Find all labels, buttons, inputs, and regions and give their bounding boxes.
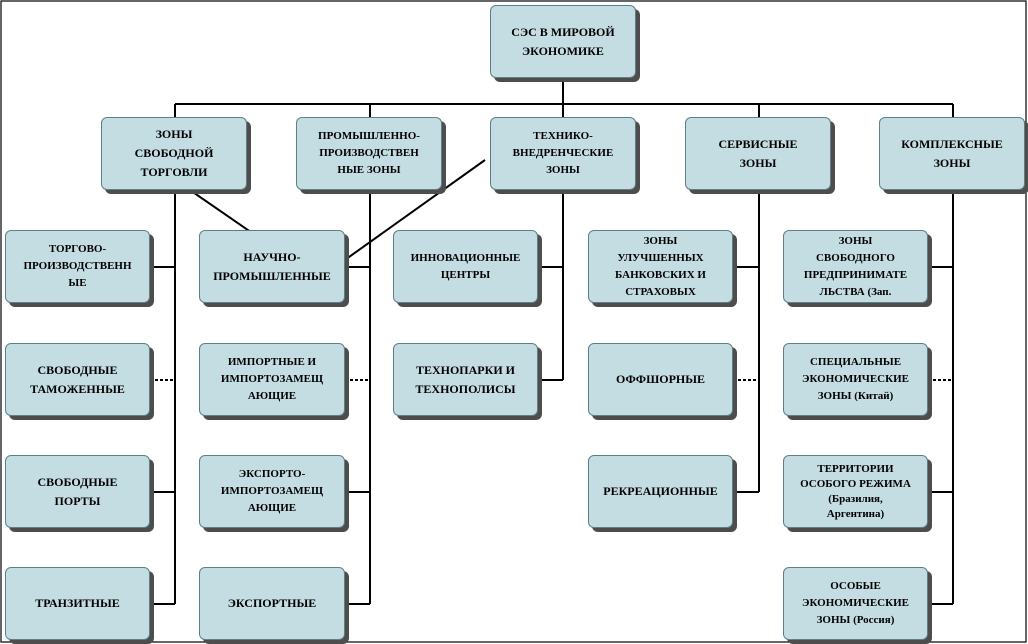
zone-box-export-import-substitution: ЭКСПОРТО- ИМПОРТОЗАМЕЩ АЮЩИЕ	[199, 455, 345, 528]
category-complex: КОМПЛЕКСНЫЕ ЗОНЫ	[879, 117, 1025, 190]
zone-box-import-substitution: ИМПОРТНЫЕ И ИМПОРТОЗАМЕЩ АЮЩИЕ	[199, 343, 345, 416]
category-service: СЕРВИСНЫЕ ЗОНЫ	[685, 117, 831, 190]
zone-box-trade-production: ТОРГОВО- ПРОИЗВОДСТВЕНН ЫЕ	[5, 230, 150, 303]
category-free-trade: ЗОНЫ СВОБОДНОЙ ТОРГОВЛИ	[101, 117, 247, 190]
tree-connectors	[150, 78, 954, 605]
zone-box-export: ЭКСПОРТНЫЕ	[199, 567, 345, 640]
zone-box-recreational: РЕКРЕАЦИОННЫЕ	[588, 455, 733, 528]
zone-box-free-enterprise: ЗОНЫ СВОБОДНОГО ПРЕДПРИНИМАТЕ ЛЬСТВА (За…	[783, 230, 928, 303]
zone-box-special-economic-china: СПЕЦИАЛЬНЫЕ ЭКОНОМИЧЕСКИЕ ЗОНЫ (Китай)	[783, 343, 928, 416]
zone-box-technoparks: ТЕХНОПАРКИ И ТЕХНОПОЛИСЫ	[393, 343, 538, 416]
zone-box-science-industrial: НАУЧНО- ПРОМЫШЛЕННЫЕ	[199, 230, 345, 303]
zone-box-banking-insurance: ЗОНЫ УЛУЧШЕННЫХ БАНКОВСКИХ И СТРАХОВЫХ	[588, 230, 733, 303]
root-node: СЭС В МИРОВОЙ ЭКОНОМИКЕ	[490, 5, 636, 78]
category-technical: ТЕХНИКО- ВНЕДРЕНЧЕСКИЕ ЗОНЫ	[490, 117, 636, 190]
zone-box-free-ports: СВОБОДНЫЕ ПОРТЫ	[5, 455, 150, 528]
zone-box-transit: ТРАНЗИТНЫЕ	[5, 567, 150, 640]
zone-box-offshore: ОФФШОРНЫЕ	[588, 343, 733, 416]
zone-box-special-regime-territories: ТЕРРИТОРИИ ОСОБОГО РЕЖИМА (Бразилия, Арг…	[783, 455, 928, 528]
cross-link-technical	[327, 159, 486, 273]
zone-box-innovation-centers: ИННОВАЦИОННЫЕ ЦЕНТРЫ	[393, 230, 538, 303]
category-industrial: ПРОМЫШЛЕННО- ПРОИЗВОДСТВЕН НЫЕ ЗОНЫ	[296, 117, 442, 190]
zone-box-special-economic-russia: ОСОБЫЕ ЭКОНОМИЧЕСКИЕ ЗОНЫ (Россия)	[783, 567, 928, 640]
zone-box-free-customs: СВОБОДНЫЕ ТАМОЖЕННЫЕ	[5, 343, 150, 416]
